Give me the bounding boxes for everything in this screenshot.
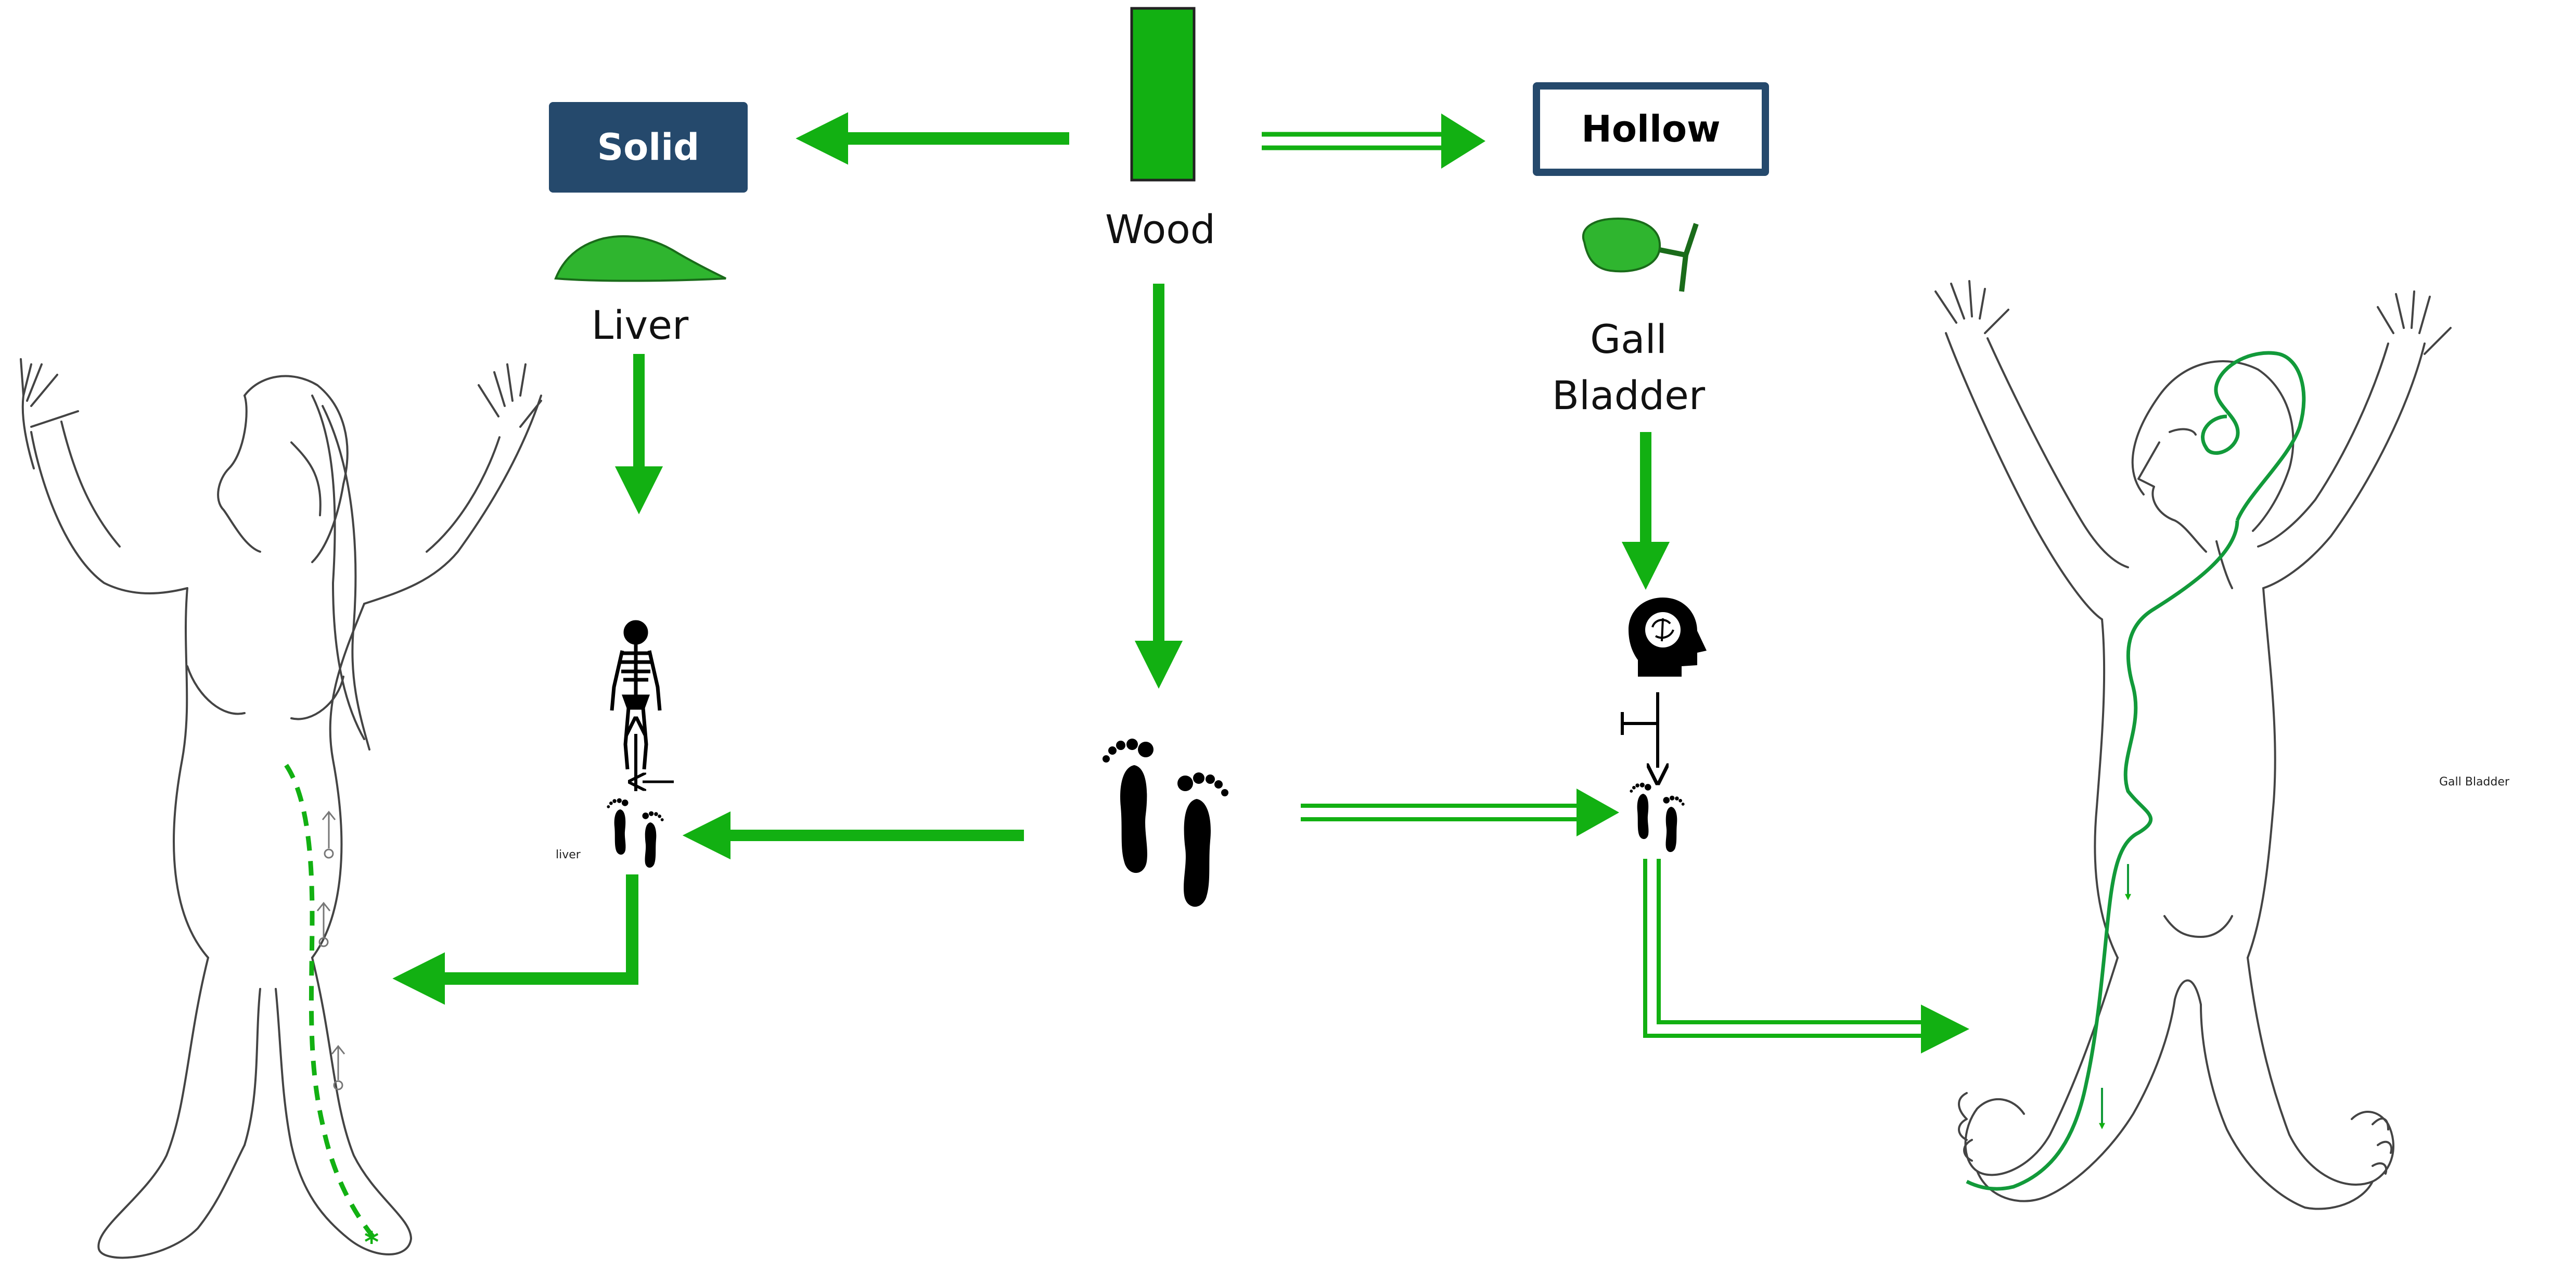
- hollow-category-label: Hollow: [1581, 108, 1721, 150]
- inhibit-arrow-gallbladder: [1621, 692, 1658, 768]
- footprints-icon: [1103, 739, 1228, 907]
- arrow-head-male: [1921, 1005, 1969, 1053]
- head-brain-icon: [1629, 598, 1707, 677]
- female-body-outline-icon: [20, 358, 542, 1259]
- wood-element-block-icon: [1130, 7, 1196, 182]
- liver-meridian-caption: liver: [556, 848, 581, 861]
- arrow-wood-to-hollow: [1262, 113, 1485, 169]
- hollow-category-box: Hollow: [1533, 82, 1769, 176]
- liver-meridian-start-marker: *: [364, 1226, 379, 1259]
- solid-category-label: Solid: [597, 126, 700, 169]
- solid-category-box: Solid: [549, 102, 748, 193]
- liver-foot-icon: [607, 798, 663, 868]
- arrow-gallbladder-to-male-figure: [1643, 859, 1925, 1038]
- gall-bladder-organ-icon: [1582, 217, 1699, 292]
- gallbladder-meridian-caption: Gall Bladder: [2439, 776, 2509, 789]
- arrow-liver-to-female-figure: [392, 874, 638, 1005]
- skeleton-icon: [610, 620, 662, 770]
- liver-organ-label: Liver: [591, 302, 689, 348]
- gallbladder-organ-label-line1: Gall: [1590, 316, 1667, 362]
- gallbladder-meridian-line: [1966, 351, 2306, 1191]
- wood-element-label: Wood: [1105, 206, 1215, 252]
- male-body-outline-icon: [1934, 280, 2452, 1210]
- gallbladder-foot-icon: [1630, 782, 1684, 852]
- liver-organ-icon: [554, 235, 726, 282]
- arrow-feet-to-gallbladder-meridian: [1301, 789, 1619, 836]
- liver-meridian-line: [284, 764, 377, 1240]
- gallbladder-organ-label-line2: Bladder: [1552, 372, 1706, 418]
- liver-meridian-direction-marks: [316, 810, 345, 1090]
- gallbladder-organ-label: Gall Bladder: [1509, 311, 1748, 424]
